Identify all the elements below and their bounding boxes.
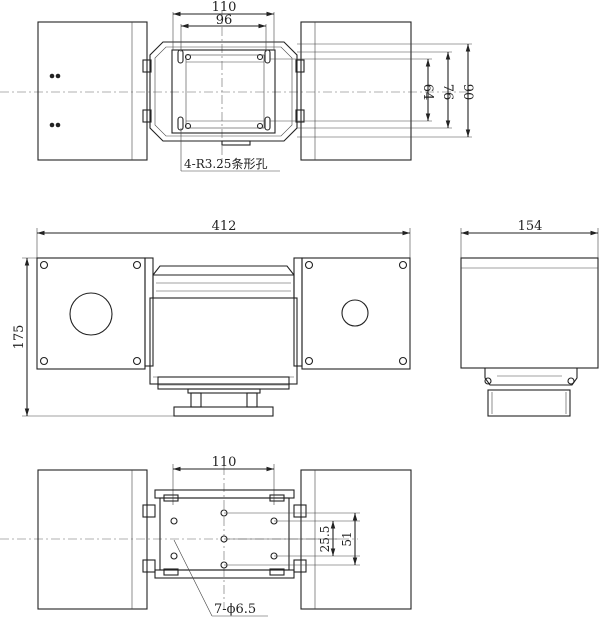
dim-front-175: 175 [12, 325, 27, 350]
dim-top-96: 96 [216, 13, 233, 28]
dim-side-154: 154 [518, 219, 543, 234]
dim-bottom-25-5: 25.5 [318, 526, 332, 553]
bottom-view: 110 25.5 51 [0, 455, 412, 617]
dim-top-64: 64 [420, 84, 435, 101]
dim-top-76: 76 [440, 84, 455, 101]
dim-bottom-110: 110 [212, 455, 237, 470]
dim-bottom-51: 51 [340, 531, 354, 546]
dim-top-90: 90 [460, 84, 475, 101]
front-view: 412 175 [12, 219, 411, 417]
dim-front-412: 412 [212, 219, 237, 234]
note-slot-holes: 4-R3.25条形孔 [184, 157, 267, 171]
dim-top-110: 110 [212, 0, 237, 15]
top-view: 110 96 64 76 90 4-R3.25条形孔 [0, 0, 475, 172]
note-mount-holes: 7-ϕ6.5 [214, 602, 256, 617]
side-view: 154 [460, 219, 599, 417]
